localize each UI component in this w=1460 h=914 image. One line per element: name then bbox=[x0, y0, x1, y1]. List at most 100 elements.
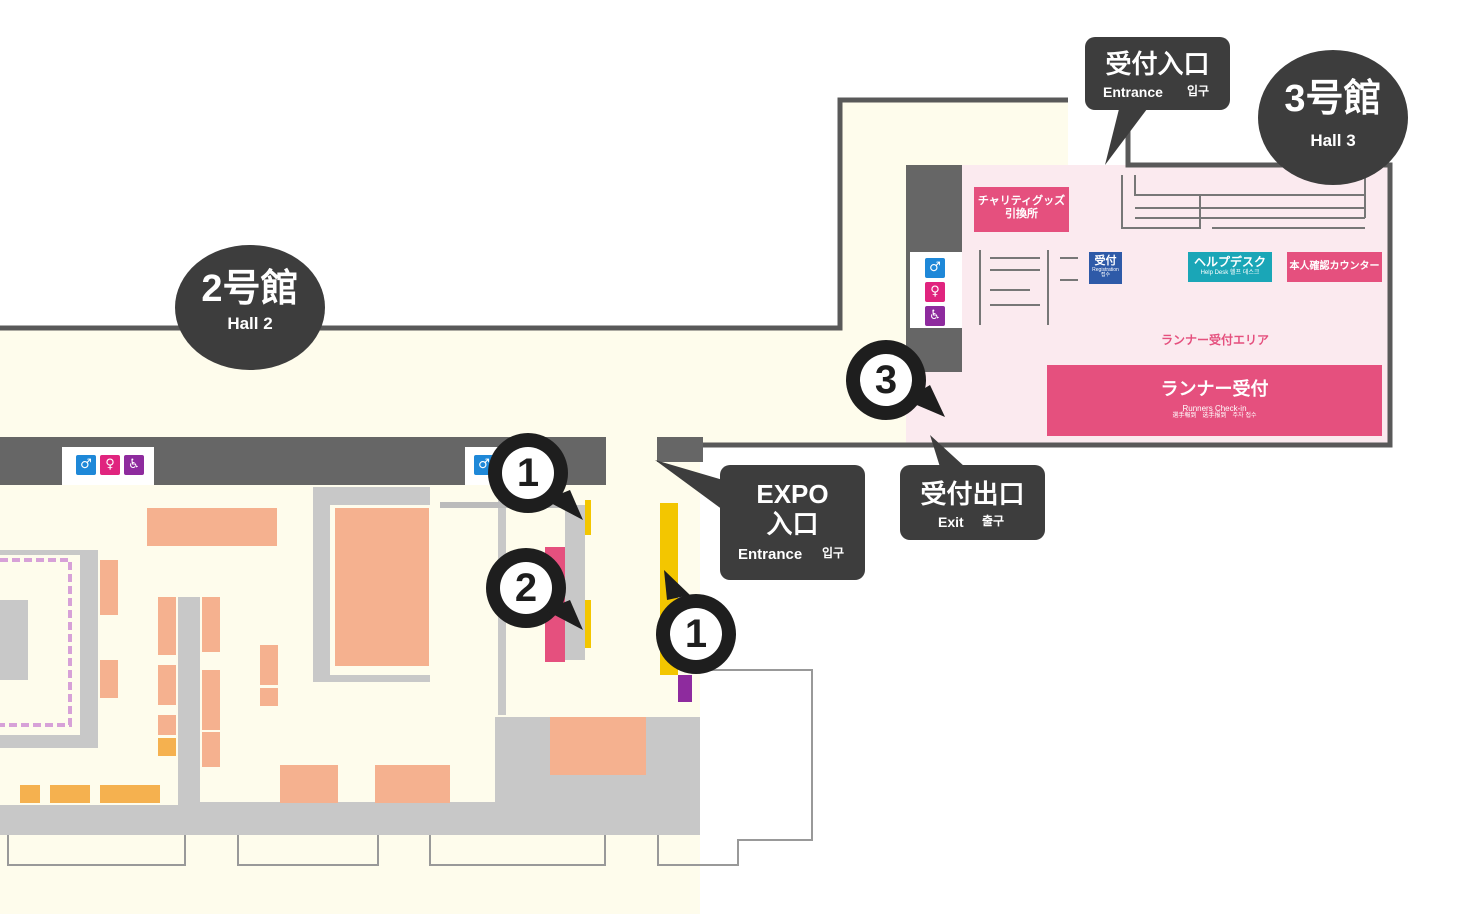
loading-dock-outline bbox=[237, 835, 379, 866]
booth-block bbox=[100, 660, 118, 698]
hall2-mid-block bbox=[178, 597, 200, 807]
booth-block bbox=[335, 508, 429, 666]
marker-2-pointer bbox=[545, 600, 583, 630]
booth-block bbox=[100, 560, 118, 615]
expo-line1: EXPO bbox=[756, 479, 829, 509]
loading-dock-outline bbox=[7, 835, 186, 866]
booth-block bbox=[158, 715, 176, 735]
reception-sub1: Registration bbox=[1092, 266, 1119, 273]
gate-yellow-1 bbox=[585, 500, 591, 535]
marker-2-number: 2 bbox=[500, 562, 552, 614]
booth-block bbox=[202, 597, 220, 652]
booth-block bbox=[50, 785, 90, 803]
booth-block bbox=[260, 645, 278, 685]
booth-block bbox=[147, 508, 277, 546]
queue-lanes bbox=[979, 175, 1366, 325]
exit-en: Exit bbox=[938, 514, 964, 530]
runner-checkin-en: Runners Check-in bbox=[1182, 403, 1247, 413]
booth-blocks bbox=[100, 508, 646, 803]
booth-block bbox=[280, 765, 338, 803]
dashed-booth-outline bbox=[0, 558, 72, 727]
expo-ko: 입구 bbox=[822, 546, 845, 560]
expo-entrance-tag: EXPO 入口 Entrance 입구 bbox=[720, 465, 865, 580]
hall2-bottom-wall bbox=[0, 805, 700, 835]
loading-docks bbox=[7, 669, 813, 866]
loading-dock-outline bbox=[429, 835, 606, 866]
entrance-top-ko: 입구 bbox=[1187, 84, 1210, 98]
marker-3-number: 3 bbox=[860, 354, 912, 406]
marker-3-pointer bbox=[905, 385, 945, 417]
expo-pointer bbox=[655, 460, 723, 510]
booth-block bbox=[100, 785, 160, 803]
expo-en: Entrance bbox=[738, 546, 803, 563]
hall3-badge: 3号館 Hall 3 bbox=[1258, 50, 1408, 185]
charity-goods-booth: チャリティグッズ 引換所 bbox=[974, 187, 1069, 232]
helpdesk-en: Help Desk bbox=[1200, 269, 1229, 276]
runner-checkin-booth: ランナー受付 Runners Check-in 選手報到 选手报到 주자 접수 bbox=[1047, 365, 1382, 436]
charity-line2: 引換所 bbox=[1005, 207, 1038, 220]
runner-checkin-title: ランナー受付 bbox=[1160, 379, 1269, 399]
male-restroom-icon: ♂ bbox=[76, 455, 96, 475]
marker-1-top-pointer bbox=[545, 490, 583, 520]
helpdesk-ko: 헬프 데스크 bbox=[1229, 268, 1260, 276]
loading-dock-outline bbox=[657, 669, 813, 866]
booth-block bbox=[158, 738, 176, 756]
hall2-sub: Hall 2 bbox=[227, 314, 273, 333]
reception-title: 受付 bbox=[1094, 255, 1117, 267]
id-check-counter: 本人確認カウンター bbox=[1287, 252, 1382, 282]
booth-block bbox=[260, 688, 278, 706]
marker-3: 3 bbox=[846, 340, 926, 420]
gate-divider bbox=[440, 502, 560, 508]
runner-checkin-ko: 選手報到 选手报到 주자 접수 bbox=[1172, 411, 1257, 419]
dashed-booths bbox=[0, 558, 72, 727]
hall3-name: 3号館 bbox=[1284, 78, 1382, 120]
hall2-top-band-right bbox=[657, 437, 703, 462]
accessible-restroom-icon: ♿ bbox=[124, 455, 144, 475]
expo-line2: 入口 bbox=[766, 509, 819, 539]
booth-block bbox=[550, 717, 646, 775]
reception-booth: 受付 Registration 접수 bbox=[1089, 252, 1122, 284]
hall3-wall bbox=[700, 110, 1393, 448]
booth-block bbox=[202, 670, 220, 730]
marker-1-right-pointer bbox=[664, 570, 690, 600]
entrance-top-pointer bbox=[1105, 105, 1150, 165]
marker-2: 2 bbox=[486, 548, 566, 628]
exit-tag: 受付出口 Exit 출구 bbox=[900, 465, 1045, 540]
exit-ko: 출구 bbox=[982, 514, 1005, 528]
helpdesk-title: ヘルプデスク bbox=[1193, 255, 1266, 269]
entrance-top-tag: 受付入口 Entrance 입구 bbox=[1085, 37, 1230, 110]
female-restroom-icon: ♀ bbox=[925, 282, 945, 302]
booth-block bbox=[20, 785, 40, 803]
gate-purple bbox=[678, 675, 692, 702]
booth-block bbox=[375, 765, 450, 803]
female-restroom-icon: ♀ bbox=[100, 455, 120, 475]
hall2-badge: 2号館 Hall 2 bbox=[175, 245, 325, 370]
male-restroom-icon: ♂ bbox=[925, 258, 945, 278]
marker-1-right: 1 bbox=[656, 594, 736, 674]
entrance-top-en: Entrance bbox=[1103, 84, 1163, 100]
hall-outer-wall bbox=[0, 97, 1068, 331]
helpdesk-booth: ヘルプデスク Help Desk 헬프 데스크 bbox=[1188, 252, 1272, 282]
hall2-name: 2号館 bbox=[201, 268, 299, 310]
marker-1-number: 1 bbox=[502, 447, 554, 499]
reception-sub2: 접수 bbox=[1100, 272, 1111, 279]
hall2-column bbox=[0, 600, 28, 680]
hall3-sub: Hall 3 bbox=[1310, 131, 1356, 150]
runner-area-label: ランナー受付エリア bbox=[1160, 333, 1269, 347]
marker-1-right-number: 1 bbox=[670, 608, 722, 660]
queue-lane bbox=[1134, 175, 1365, 196]
booth-block bbox=[158, 665, 176, 705]
booth-block bbox=[202, 732, 220, 767]
booth-block bbox=[158, 597, 176, 655]
gate-yellow-2 bbox=[585, 600, 591, 648]
charity-line1: チャリティグッズ bbox=[977, 195, 1066, 207]
exit-title: 受付出口 bbox=[920, 479, 1025, 509]
marker-1-top: 1 bbox=[488, 433, 568, 513]
booth-small-yellow bbox=[20, 738, 176, 803]
entrance-top-title: 受付入口 bbox=[1105, 49, 1210, 79]
accessible-restroom-icon: ♿ bbox=[925, 306, 945, 326]
hall2-bottom-floor bbox=[200, 690, 495, 802]
exit-pointer bbox=[930, 435, 965, 467]
